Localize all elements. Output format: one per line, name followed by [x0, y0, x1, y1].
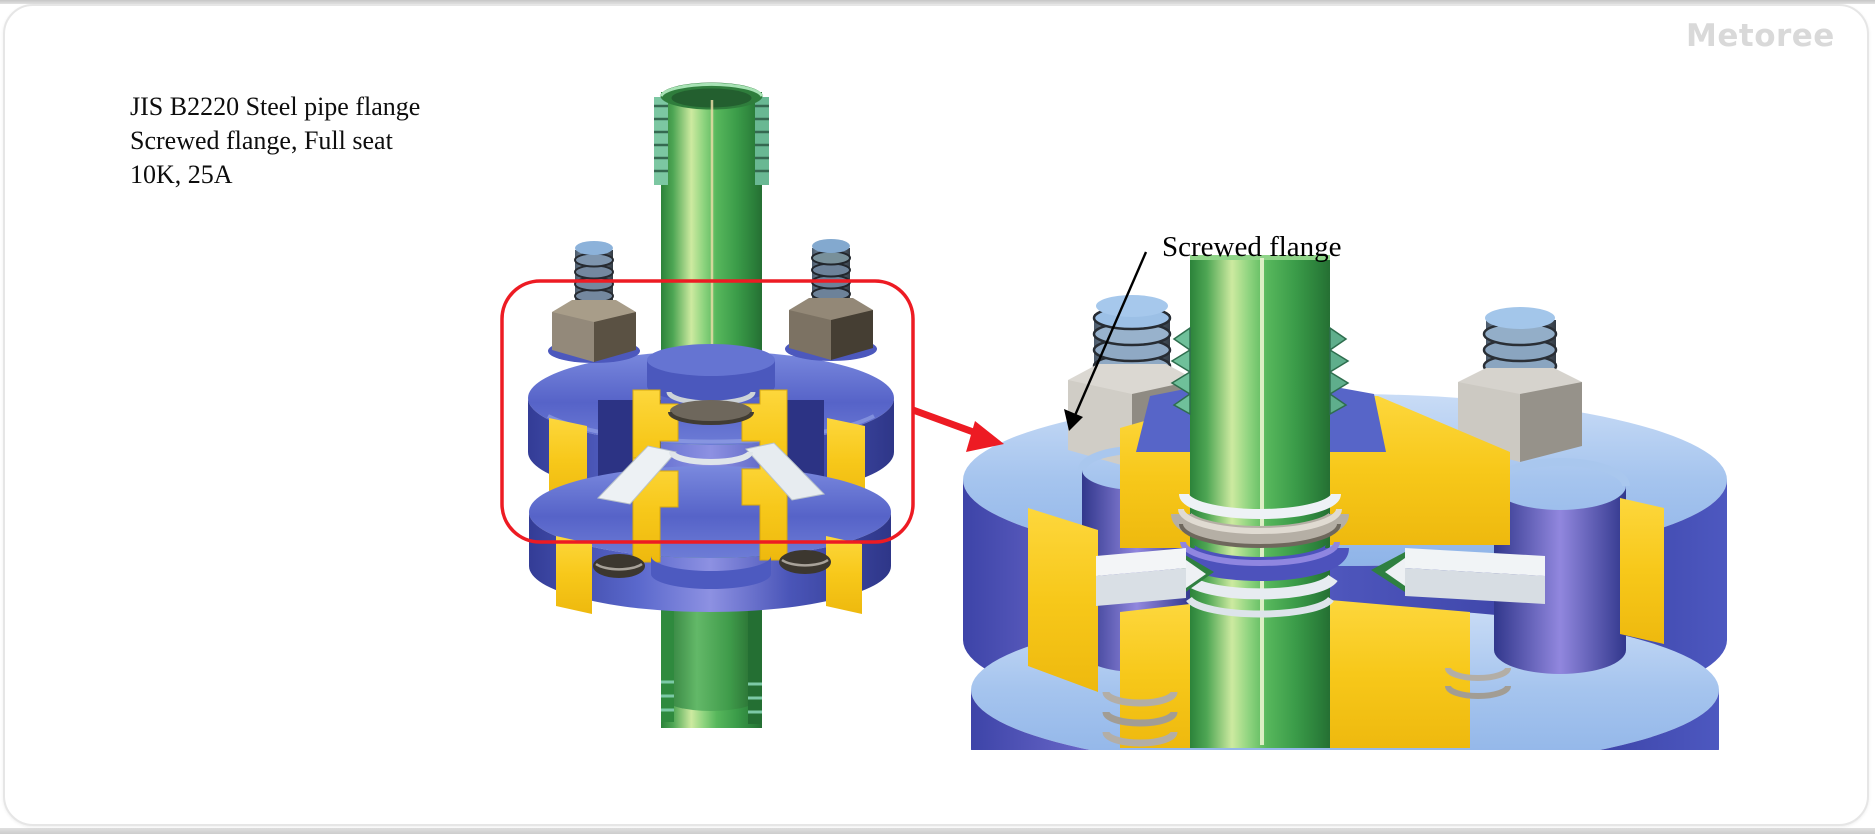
- caption-line-2: Screwed flange, Full seat: [130, 126, 393, 155]
- screwed-flange-label: Screwed flange: [1162, 231, 1342, 263]
- figure-caption: JIS B2220 Steel pipe flange Screwed flan…: [130, 90, 420, 192]
- caption-line-3: 10K, 25A: [130, 160, 233, 189]
- page-top-edge: [0, 0, 1875, 4]
- metoree-logo: Metoree: [1686, 18, 1835, 54]
- caption-line-1: JIS B2220 Steel pipe flange: [130, 92, 421, 121]
- page-bottom-edge: [0, 828, 1875, 834]
